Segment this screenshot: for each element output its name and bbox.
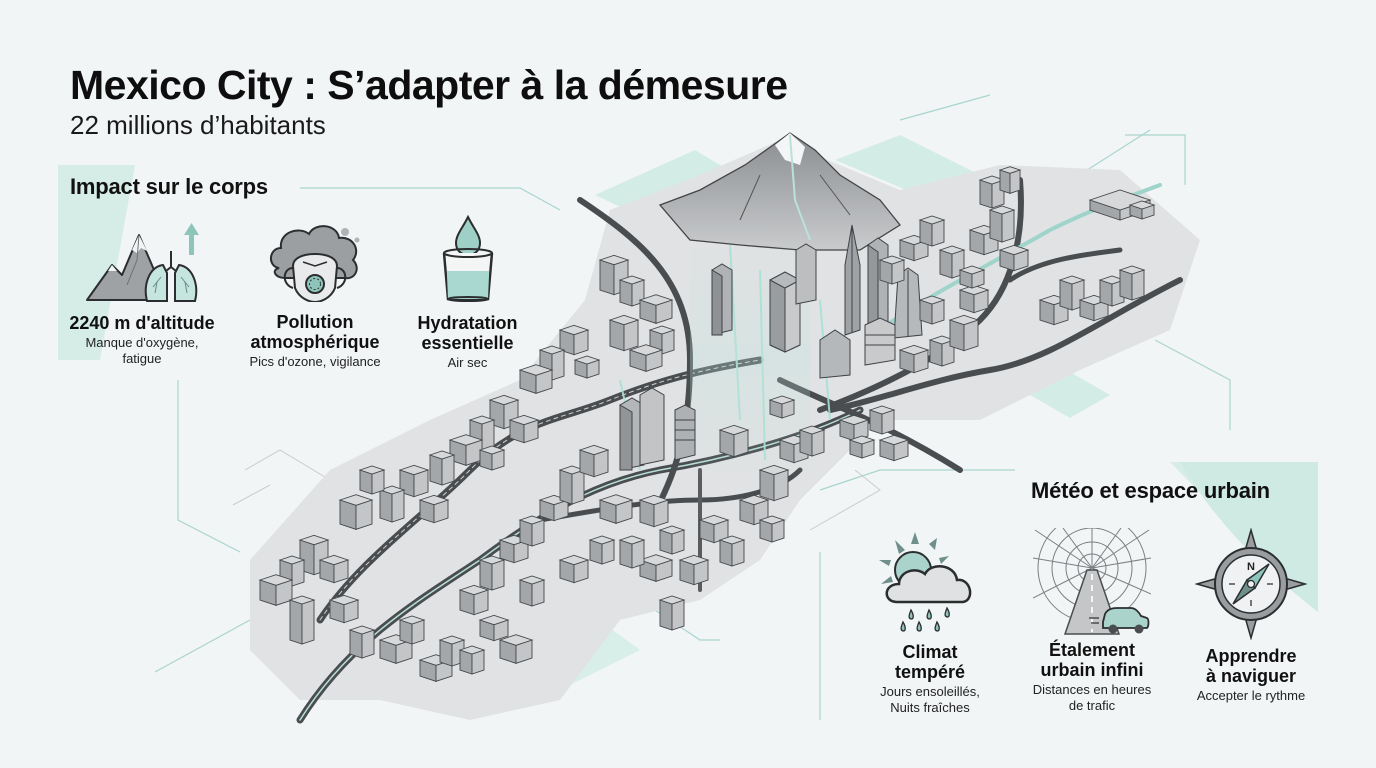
road-web-car-icon: [1033, 528, 1151, 635]
feature-title: Apprendre à naviguer: [1205, 646, 1296, 686]
title-line: essentielle: [421, 333, 514, 353]
feature-pollution: Pollution atmosphérique Pics d'ozone, vi…: [230, 218, 400, 370]
page-title: Mexico City : S’adapter à la démesure: [70, 62, 788, 108]
title-line: à naviguer: [1205, 666, 1297, 686]
feature-altitude: 2240 m d'altitude Manque d'oxygène, fati…: [52, 215, 232, 367]
description-line: Accepter le rythme: [1196, 688, 1306, 703]
water-glass-icon: [442, 214, 493, 302]
mountain-lungs-icon: [86, 223, 199, 302]
title-line: Climat: [902, 642, 958, 662]
description-line: Distances en heures: [1032, 682, 1152, 697]
buildings: [619, 224, 923, 471]
feature-description: Distances en heures de trafic: [1033, 682, 1152, 714]
feature-description: Pics d'ozone, vigilance: [249, 354, 380, 370]
feature-description: Jours ensoleillés, Nuits fraîches: [880, 684, 980, 716]
compass-icon: N: [1195, 528, 1307, 640]
feature-title: Climat tempéré: [895, 642, 965, 682]
page-subtitle: 22 millions d’habitants: [70, 110, 326, 140]
volcano: [658, 132, 901, 251]
title-block: Mexico City : S’adapter à la démesure 22…: [70, 62, 788, 140]
title-line: urbain infini: [1040, 660, 1144, 680]
feature-description: Air sec: [448, 355, 488, 371]
description-line: Jours ensoleillés,: [880, 684, 980, 699]
description-line: Nuits fraîches: [890, 700, 970, 715]
feature-navigation: N Apprendre à naviguer Accepter le rythm…: [1176, 528, 1326, 704]
description-line: Pics d'ozone, vigilance: [249, 354, 381, 369]
compass-north-label: N: [1247, 561, 1255, 573]
section-title-weather-urban: Météo et espace urbain: [1031, 478, 1270, 503]
description-line: Manque d'oxygène,: [85, 335, 199, 350]
feature-title: Étalement urbain infini: [1041, 640, 1144, 680]
section-title-body-impact: Impact sur le corps: [70, 174, 268, 199]
description-line: Air sec: [447, 355, 488, 370]
feature-hydration: Hydratation essentielle Air sec: [400, 213, 535, 371]
feature-description: Accepter le rythme: [1197, 688, 1305, 704]
description-line: fatigue: [122, 351, 162, 366]
title-line: atmosphérique: [250, 332, 380, 352]
title-line: Pollution: [276, 312, 354, 332]
pollution-mask-icon: [270, 225, 360, 302]
title-line: Étalement: [1048, 640, 1136, 660]
city-blocks: [258, 166, 1156, 682]
title-line: Apprendre: [1205, 646, 1297, 666]
feature-description: Manque d'oxygène, fatigue: [85, 335, 198, 367]
feature-urban-sprawl: Étalement urbain infini Distances en heu…: [1018, 528, 1166, 714]
sun-cloud-rain-icon: [879, 532, 972, 632]
description-line: de trafic: [1068, 698, 1116, 713]
feature-climate: Climat tempéré Jours ensoleillés, Nuits …: [860, 530, 1000, 716]
title-line: Hydratation: [417, 313, 518, 333]
feature-title: Pollution atmosphérique: [250, 312, 379, 352]
feature-title: Hydratation essentielle: [417, 313, 517, 353]
title-line: tempéré: [894, 662, 966, 682]
feature-title: 2240 m d'altitude: [69, 313, 215, 333]
